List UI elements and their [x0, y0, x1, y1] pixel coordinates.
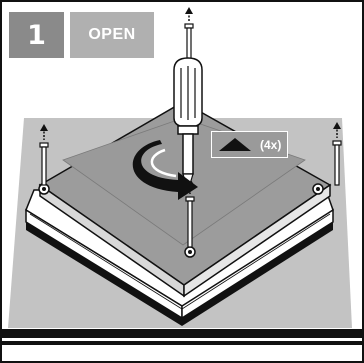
screw-top: [184, 7, 194, 63]
repeat-count-label: (4x): [260, 137, 282, 152]
screw-left: [39, 124, 49, 186]
step-title: OPEN: [70, 12, 154, 58]
step-number: 1: [9, 12, 64, 58]
bottom-line: [1, 341, 363, 345]
screwdriver-icon: [173, 57, 203, 185]
screw-right: [332, 122, 342, 186]
bottom-bar: [1, 329, 363, 338]
rotate-arrow-icon: [132, 140, 198, 200]
up-triangle-icon: [219, 138, 251, 151]
repeat-count-badge: (4x): [211, 131, 288, 158]
